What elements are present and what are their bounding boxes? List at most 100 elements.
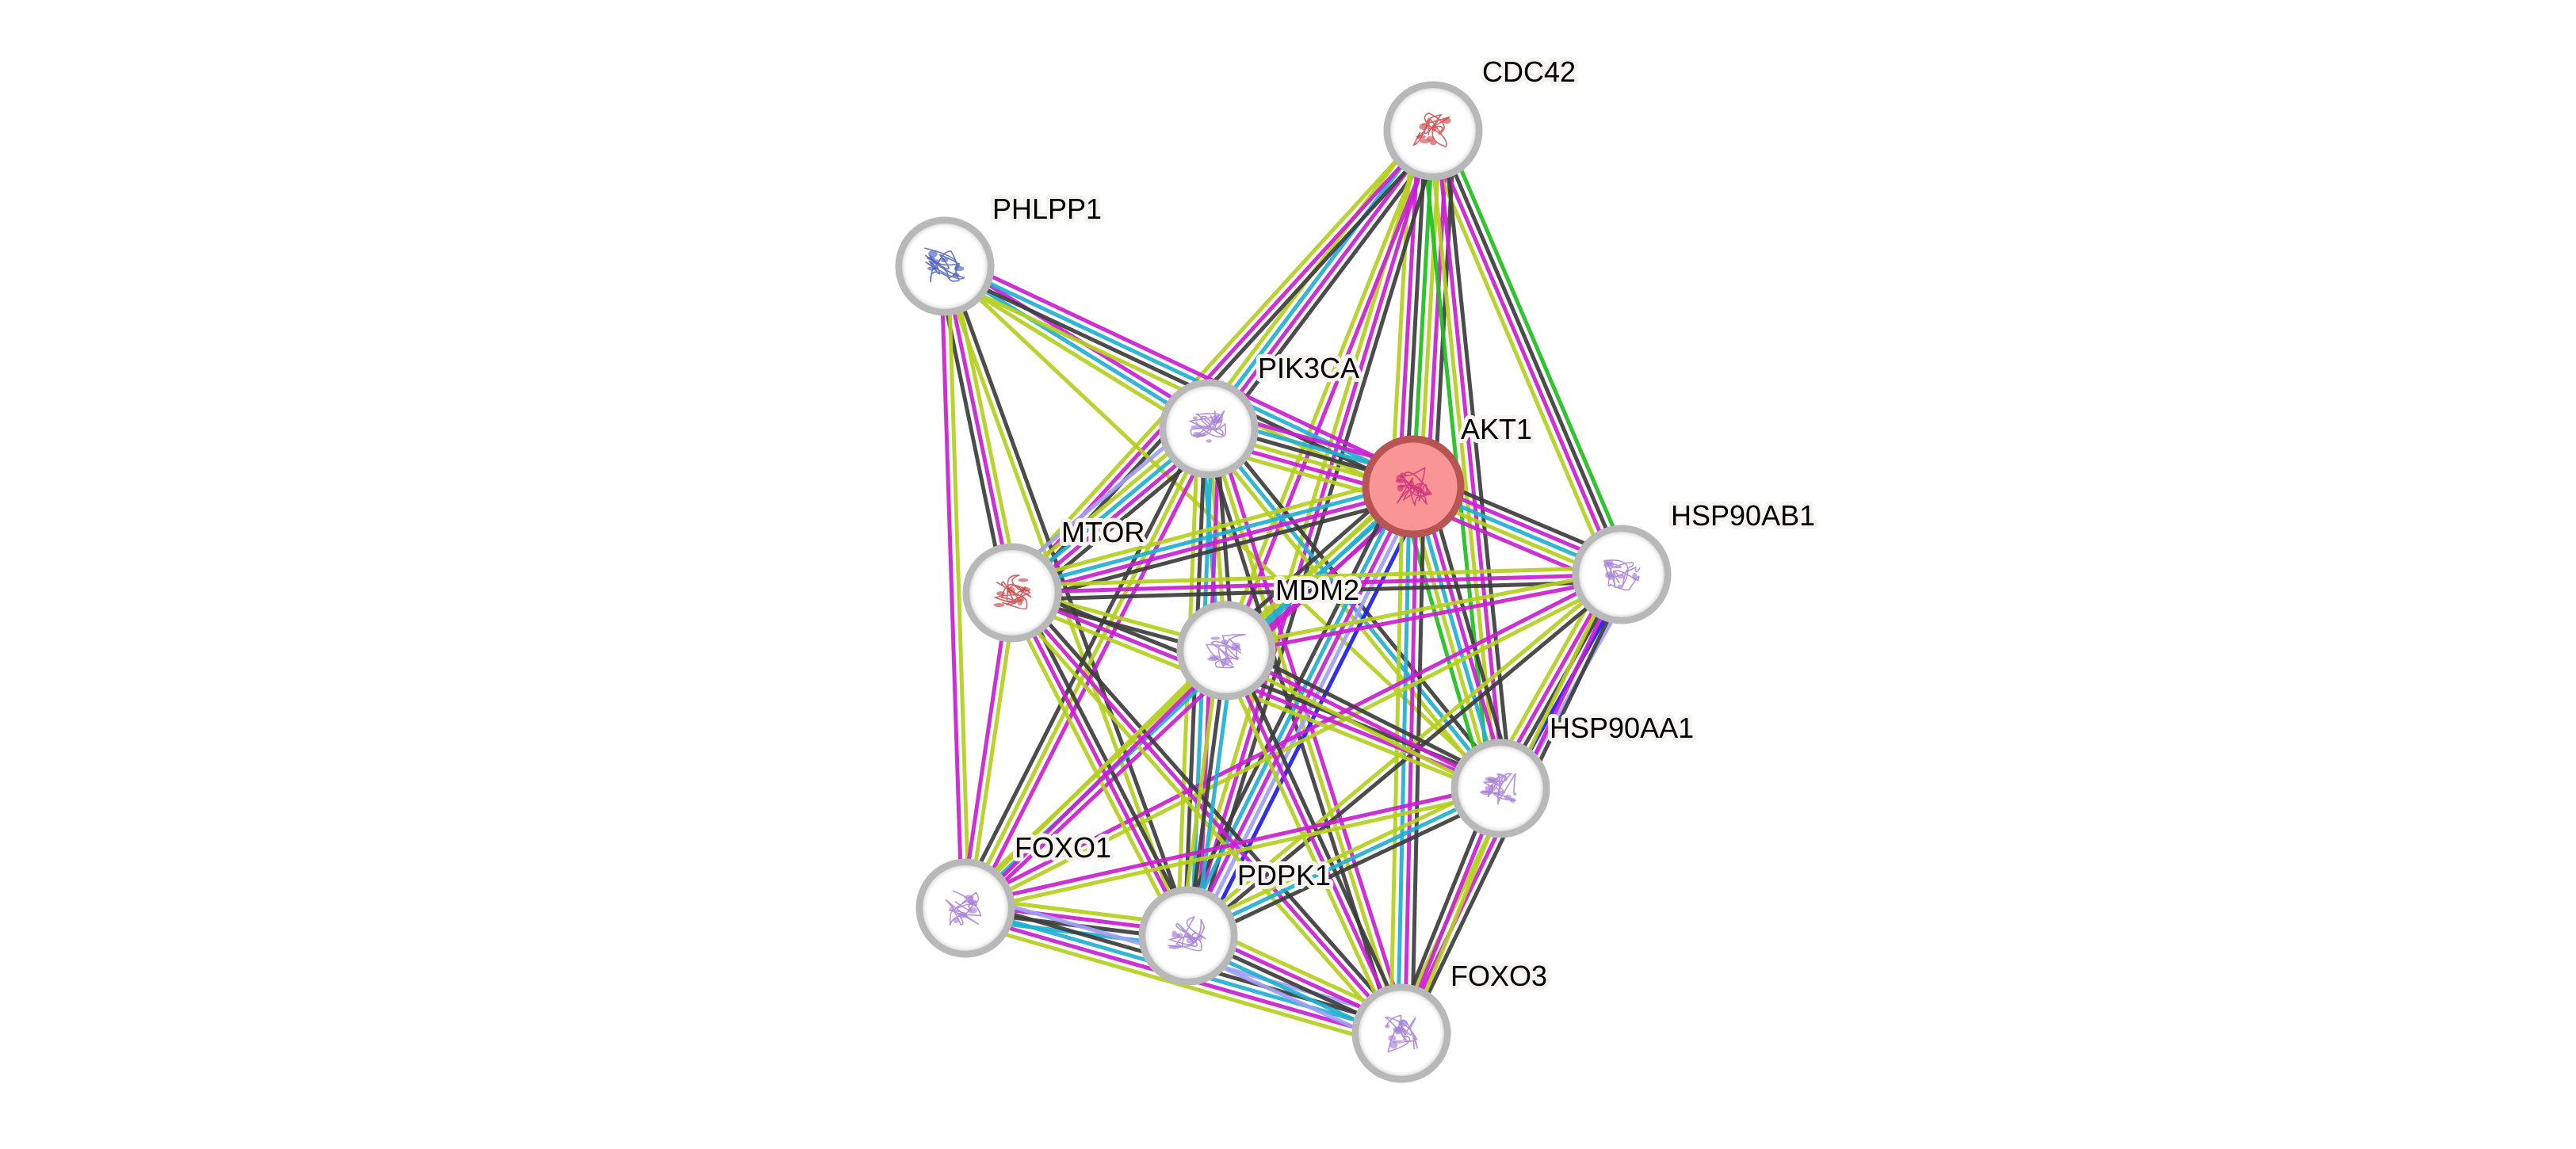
edge-line-databases <box>1207 427 1502 790</box>
node-label: HSP90AB1 <box>1671 499 1815 532</box>
node-cdc42[interactable]: CDC42 <box>1383 52 1580 181</box>
helix-glyph-icon <box>1481 791 1492 796</box>
helix-glyph-icon <box>927 266 938 271</box>
edge-line-textmining <box>1011 565 1622 588</box>
edge-line-cooccurrence <box>1198 491 1428 944</box>
protein-structure-icon <box>1396 466 1431 508</box>
node-foxo1[interactable]: FOXO1 <box>915 827 1115 958</box>
edge-cdc42-hsp90ab1[interactable] <box>1421 125 1634 580</box>
helix-glyph-icon <box>1430 140 1437 146</box>
edge-line-databases <box>943 264 1210 431</box>
helix-glyph-icon <box>1414 486 1423 494</box>
edge-line-coexpression <box>1441 129 1513 788</box>
edge-phlpp1-foxo1[interactable] <box>939 265 971 909</box>
edge-mtor-foxo1[interactable] <box>960 591 1018 910</box>
edge-line-textmining <box>1005 124 1430 590</box>
edge-hsp90ab1-mdm2[interactable] <box>1225 569 1623 656</box>
node-label: PHLPP1 <box>992 193 1102 225</box>
helix-glyph-icon <box>953 918 960 923</box>
node-label: PIK3CA <box>1258 352 1359 384</box>
node-hsp90ab1[interactable]: HSP90AB1 <box>1572 495 1819 624</box>
edge-line-textmining <box>1217 652 1397 1037</box>
edge-line-experiments <box>962 569 1622 907</box>
edge-line-experiments <box>964 783 1500 907</box>
helix-glyph-icon <box>1389 1040 1398 1049</box>
edge-mdm2-foxo3[interactable] <box>1217 647 1410 1037</box>
edge-line-experiments <box>942 265 1015 594</box>
node-label: FOXO1 <box>1015 831 1111 864</box>
edge-line-coexpression <box>1230 647 1410 1032</box>
helix-glyph-icon <box>1510 797 1515 804</box>
helix-glyph-icon <box>1442 117 1451 124</box>
helix-glyph-icon <box>1184 933 1192 938</box>
edge-line-textmining <box>1184 780 1499 932</box>
node-label: PDPK1 <box>1237 859 1331 891</box>
helix-glyph-icon <box>1206 439 1212 443</box>
helix-glyph-icon <box>1385 1024 1390 1029</box>
edge-line-textmining <box>965 575 1625 914</box>
edge-line-databases <box>1187 786 1502 938</box>
edge-line-neighborhood <box>1441 125 1634 571</box>
helix-glyph-icon <box>1196 934 1203 941</box>
helix-glyph-icon <box>1191 425 1202 429</box>
protein-structure-icon <box>1603 559 1641 591</box>
helix-glyph-icon <box>927 256 936 261</box>
edge-line-textmining <box>1221 655 1499 797</box>
edge-line-textmining <box>1003 594 1184 941</box>
node-phlpp1[interactable]: PHLPP1 <box>895 189 1106 316</box>
edge-akt1-hsp90aa1[interactable] <box>1397 482 1516 793</box>
helix-glyph-icon <box>1171 930 1177 935</box>
helix-glyph-icon <box>1231 646 1240 651</box>
edge-line-coexpression <box>1190 792 1504 945</box>
node-inner-shadow <box>902 223 988 309</box>
edge-mdm2-hsp90aa1[interactable] <box>1221 642 1505 797</box>
helix-glyph-icon <box>1207 657 1219 662</box>
edge-hsp90ab1-foxo1[interactable] <box>962 569 1625 914</box>
edge-line-coexpression <box>1424 482 1516 785</box>
edge-line-experiments <box>1011 572 1622 595</box>
edge-line-coexpression <box>1434 128 1627 574</box>
edge-line-databases <box>1011 481 1413 592</box>
edge-line-experiments <box>1428 131 1621 577</box>
edge-line-coexpression <box>957 424 1205 907</box>
edge-line-coexpression <box>1409 487 1426 1034</box>
helix-glyph-icon <box>1393 1026 1404 1033</box>
node-akt1[interactable]: AKT1 <box>1362 409 1536 538</box>
helix-glyph-icon <box>928 250 938 258</box>
helix-glyph-icon <box>1210 418 1222 424</box>
node-mdm2[interactable]: MDM2 <box>1176 570 1363 700</box>
edge-hsp90aa1-foxo1[interactable] <box>964 783 1502 914</box>
edge-line-textmining <box>950 264 1022 592</box>
protein-structure-icon <box>924 247 965 283</box>
edge-line-experiments <box>1224 649 1404 1035</box>
helix-glyph-icon <box>1210 636 1221 640</box>
helix-glyph-icon <box>1408 480 1415 487</box>
helix-glyph-icon <box>1388 1035 1397 1041</box>
helix-glyph-icon <box>1175 933 1183 937</box>
helix-glyph-icon <box>1018 578 1029 582</box>
helix-glyph-icon <box>1422 491 1432 496</box>
node-pdpk1[interactable]: PDPK1 <box>1138 855 1335 986</box>
node-label: HSP90AA1 <box>1550 712 1694 744</box>
edge-line-experiments <box>948 254 1419 479</box>
helix-glyph-icon <box>1186 937 1198 945</box>
edge-mdm2-foxo1[interactable] <box>961 647 1230 912</box>
edge-line-databases <box>1411 486 1503 789</box>
edge-hsp90aa1-pdpk1[interactable] <box>1184 780 1504 945</box>
node-hsp90aa1[interactable]: HSP90AA1 <box>1450 708 1698 838</box>
edges-layer <box>935 123 1636 1049</box>
node-label: CDC42 <box>1482 55 1576 88</box>
helix-glyph-icon <box>1431 124 1437 132</box>
node-foxo3[interactable]: FOXO3 <box>1351 956 1551 1083</box>
helix-glyph-icon <box>1397 484 1404 492</box>
edge-line-experiments <box>1226 575 1623 656</box>
edge-hsp90ab1-mtor[interactable] <box>1011 565 1622 602</box>
node-mtor[interactable]: MTOR <box>962 512 1148 643</box>
node-label: FOXO3 <box>1450 960 1547 992</box>
node-pik3ca[interactable]: PIK3CA <box>1159 348 1363 479</box>
helix-glyph-icon <box>1426 136 1435 142</box>
helix-glyph-icon <box>993 602 1005 608</box>
helix-glyph-icon <box>1019 587 1031 592</box>
